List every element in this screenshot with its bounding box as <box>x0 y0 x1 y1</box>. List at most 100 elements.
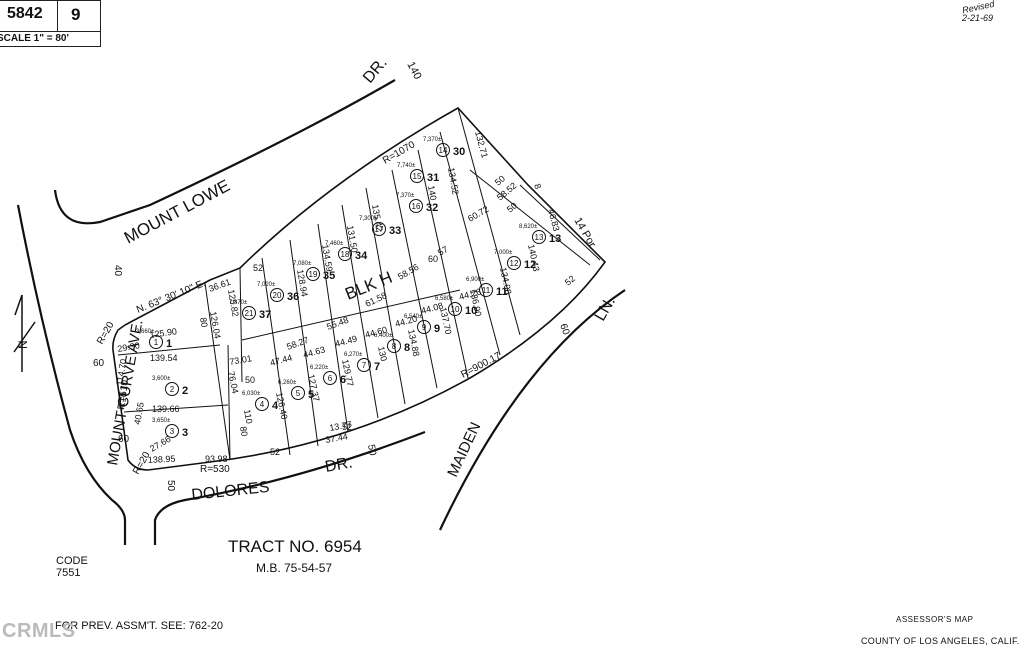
lot-circle-4 <box>255 397 269 411</box>
block-outline <box>112 106 607 471</box>
dimension-d36: 52 <box>270 447 280 457</box>
lot-id-4: 4 <box>260 400 265 409</box>
lot-id-13: 13 <box>535 233 544 242</box>
lot-area-16: 7,370± <box>396 193 415 199</box>
dimension-d30: 44.49 <box>334 333 358 348</box>
dimension-d7: 52 <box>253 263 263 273</box>
block-boundary <box>112 106 607 471</box>
code-value: 7551 <box>56 567 81 579</box>
street-width-40: 40 <box>112 265 123 277</box>
dimension-d28: 47.44 <box>269 352 293 367</box>
lot-number-16: 32 <box>426 202 438 214</box>
lot-circle-15 <box>410 169 424 183</box>
lot-id-8: 8 <box>392 342 397 351</box>
mount-curve-curb-left <box>16 204 127 545</box>
lot-number-21: 37 <box>259 309 271 321</box>
lot-circle-11 <box>479 283 493 297</box>
lot-number-6: 6 <box>340 374 346 386</box>
lot-area-21: 7,870± <box>229 300 248 306</box>
street-width-60-a: 60 <box>93 358 105 369</box>
curve-r-900: R=900.17 <box>459 350 503 380</box>
dimension-d46: 13.77 <box>329 419 353 433</box>
lot-circle-8 <box>387 339 401 353</box>
lot-id-9: 9 <box>422 323 427 332</box>
street-mount-lowe: MOUNT LOWE <box>121 176 233 248</box>
street-dr-top: DR. <box>360 55 391 87</box>
dimension-d57: 60 <box>428 254 438 264</box>
lot-id-21: 21 <box>245 309 254 318</box>
lot-circle-19 <box>306 267 320 281</box>
lot-area-13: 8,620± <box>519 224 538 230</box>
maiden-curb <box>439 289 626 531</box>
book-number: 5842 <box>7 5 43 22</box>
street-maiden: MAIDEN <box>444 420 484 480</box>
dimension-d53: 4.16 <box>116 391 129 410</box>
lot-circle-10 <box>448 302 462 316</box>
book-page-header: 5842 9 SCALE 1" = 80' <box>0 0 101 47</box>
street-curbs <box>16 79 626 545</box>
street-dolores: DOLORES <box>191 479 271 504</box>
dimension-d48: 52 <box>342 422 352 432</box>
mount-lowe-curb-top <box>53 79 396 225</box>
bearing-label: N. 63° 30' 10" E. <box>135 278 207 316</box>
tract-label: TRACT NO. 6954 <box>228 537 362 556</box>
dimension-d10: 134.59 <box>320 244 335 273</box>
lot-area-15: 7,740± <box>397 163 416 169</box>
header-rule <box>0 31 100 32</box>
street-width-50-a: 50 <box>165 480 176 492</box>
lot-id-20: 20 <box>273 291 282 300</box>
dimension-d49: 27.66 <box>148 434 173 454</box>
lot-id-10: 10 <box>451 305 460 314</box>
lot-area-10: 6,580± <box>435 296 454 302</box>
curve-r-510: R=510 <box>116 379 131 410</box>
lot-area-20: 7,020± <box>257 282 276 288</box>
lot-circle-17 <box>372 222 386 236</box>
street-ln: LN. <box>592 294 619 324</box>
prev-assessment-note: FOR PREV. ASSM'T. SEE: 762-20 <box>55 620 223 632</box>
dimension-d9: 128.94 <box>295 269 310 298</box>
curve-r-530: R=530 <box>200 464 230 475</box>
watermark-logo: CRMLS <box>2 620 76 642</box>
lot-id-16: 16 <box>412 202 421 211</box>
dimension-d32: 44.20 <box>394 313 418 328</box>
lot-number-5: 5 <box>308 389 314 401</box>
dimension-d55: 50 <box>505 200 519 214</box>
dimension-d18: 57 <box>436 244 450 258</box>
lot-circle-5 <box>291 386 305 400</box>
dimension-d12: 135.42 <box>370 204 385 233</box>
lot-id-18: 18 <box>341 250 350 259</box>
dimension-d1: 125.90 <box>149 326 178 340</box>
dimension-d51: 29.30 <box>117 340 141 354</box>
lot-circle-9 <box>417 320 431 334</box>
lot-area-3: 3,650± <box>152 418 171 424</box>
street-width-60-b: 60 <box>118 434 130 445</box>
lot-circle-7 <box>357 358 371 372</box>
lot-number-11: 11 <box>496 286 508 298</box>
lot-circle-1 <box>149 335 163 349</box>
lot-id-5: 5 <box>296 389 301 398</box>
page-number: 9 <box>71 5 81 24</box>
dimension-d2: 139.54 <box>150 353 178 363</box>
lot-area-12: 7,000± <box>494 250 513 256</box>
dimension-d15: 132.71 <box>473 130 490 159</box>
dimension-d5: 93.98 <box>205 454 228 464</box>
dimension-d47: 37.44 <box>325 431 349 445</box>
county-label: COUNTY OF LOS ANGELES, CALIF. <box>861 636 1020 646</box>
lot-id-14: 14 <box>439 146 448 155</box>
dimension-d26: 110 <box>242 409 254 425</box>
code-label: CODE <box>56 555 88 567</box>
lot-circle-20 <box>270 288 284 302</box>
dimension-d29: 44.63 <box>302 344 326 359</box>
lot-circle-21 <box>242 306 256 320</box>
dimension-d8: 125.82 <box>226 289 241 318</box>
dimension-d17: 60.72 <box>466 204 491 224</box>
dimension-d23: 73.01 <box>229 353 253 367</box>
dimension-d40: 130 <box>376 345 389 362</box>
lot-area-6: 6,220± <box>310 365 329 371</box>
lot-number-2: 2 <box>182 385 188 397</box>
lot-number-4: 4 <box>272 400 279 412</box>
mb-label: M.B. 75-54-57 <box>256 561 332 575</box>
lot-id-15: 15 <box>413 172 422 181</box>
street-width-50-b: 50 <box>365 444 378 457</box>
